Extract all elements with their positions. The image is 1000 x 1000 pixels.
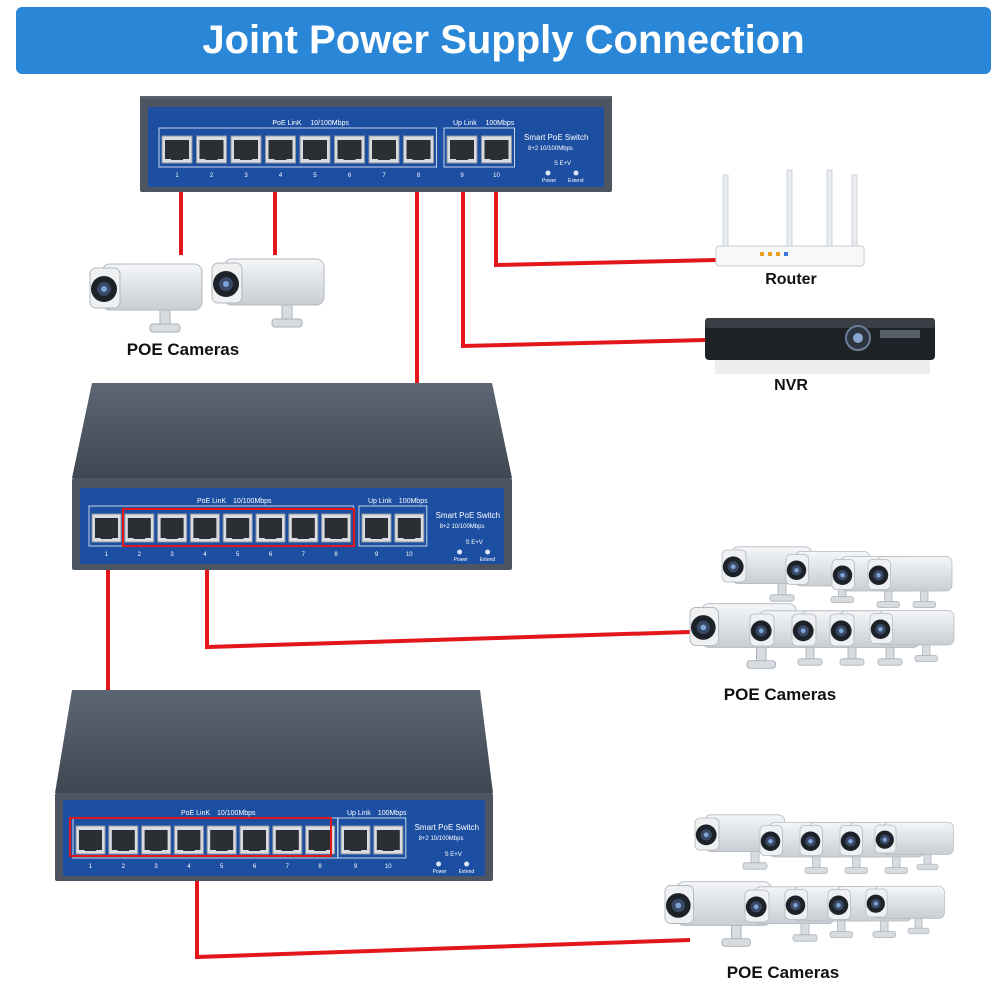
port-number: 5: [313, 173, 317, 179]
port-number: 6: [348, 173, 352, 179]
poe-speed-label: 10/100Mbps: [310, 120, 349, 127]
poe-link-label: PoE LinK: [272, 120, 302, 127]
highlight-box: [69, 817, 332, 857]
port-number: 7: [382, 173, 386, 179]
title-banner: Joint Power Supply Connection: [16, 7, 991, 74]
cameras-bottom-label: POE Cameras: [727, 963, 839, 982]
poe-camera: [211, 258, 325, 328]
uplink-port-frame: [337, 817, 407, 859]
poe-speed-label: 10/100Mbps: [217, 810, 256, 817]
port-number: 2: [122, 864, 126, 870]
highlight-box: [122, 508, 355, 547]
cameras-top-label: POE Cameras: [127, 340, 239, 359]
switch-top-face: [55, 690, 493, 793]
port-number: 7: [286, 864, 290, 870]
port-number: 2: [138, 552, 142, 558]
poe-camera: [89, 263, 203, 333]
uplink-speed-label: 100Mbps: [486, 120, 515, 127]
port-number: 9: [354, 864, 358, 870]
cable: [195, 855, 691, 960]
camera-group-bottom: [664, 814, 954, 947]
cable: [205, 545, 691, 650]
router-device: Router: [715, 169, 865, 288]
uplink-port-frame: [358, 505, 428, 547]
dip-switch-label: S E+V: [466, 540, 483, 546]
extend-led-label: Extend: [568, 178, 584, 184]
uplink-port-frame: [443, 127, 515, 168]
port-number: 10: [385, 864, 392, 870]
uplink-speed-label: 100Mbps: [378, 810, 407, 817]
port-number: 1: [105, 552, 109, 558]
port-number: 6: [269, 552, 273, 558]
diagram-title: Joint Power Supply Connection: [202, 18, 805, 62]
extend-led: [485, 549, 491, 555]
router-label: Router: [765, 271, 817, 288]
poe-switch-bottom: PoE LinK 10/100Mbps Up Link 100Mbps 1 2 3 4 5 6 7 8…: [55, 690, 493, 881]
nvr-label: NVR: [774, 377, 808, 394]
uplink-label: Up Link: [347, 810, 371, 817]
port-number: 3: [170, 552, 174, 558]
power-led: [436, 861, 442, 867]
poe-camera: [869, 610, 955, 662]
model-sub-label: 8+2 10/100Mbps: [528, 146, 573, 152]
port-number: 6: [253, 864, 257, 870]
camera-group-middle: [689, 546, 955, 669]
dip-switch-label: S E+V: [554, 161, 571, 167]
port-number: 8: [318, 864, 322, 870]
extend-led-label: Extend: [480, 557, 496, 563]
poe-camera: [867, 556, 953, 608]
nvr-device: NVR: [705, 318, 935, 394]
port-number: 5: [220, 864, 224, 870]
port-number: 8: [334, 552, 338, 558]
poe-switch-middle: PoE LinK 10/100Mbps Up Link 100Mbps 1 2 3 4 5 6 7 8…: [72, 383, 512, 570]
port-number: 5: [236, 552, 240, 558]
power-led-label: Power: [542, 178, 557, 184]
port-number: 3: [154, 864, 158, 870]
power-led-label: Power: [433, 869, 448, 875]
power-led-label: Power: [454, 557, 469, 563]
extend-led: [573, 170, 579, 176]
poe-camera: [689, 603, 797, 669]
port-number: 2: [210, 173, 214, 179]
port-number: 4: [187, 864, 191, 870]
port-number: 10: [493, 173, 500, 179]
poe-port-frame: [158, 127, 437, 168]
poe-camera: [874, 821, 954, 871]
extend-led-label: Extend: [459, 869, 475, 875]
extend-led: [464, 861, 470, 867]
power-led: [457, 549, 463, 555]
cable: [461, 175, 706, 349]
model-label: Smart PoE Switch: [524, 133, 588, 142]
port-number: 1: [89, 864, 93, 870]
uplink-label: Up Link: [368, 498, 392, 505]
port-number: 7: [302, 552, 306, 558]
port-number: 1: [175, 173, 179, 179]
model-label: Smart PoE Switch: [436, 511, 500, 520]
port-number: 9: [375, 552, 379, 558]
model-sub-label: 8+2 10/100Mbps: [440, 524, 485, 530]
camera-group-top: [89, 258, 325, 333]
port-number: 9: [460, 173, 464, 179]
model-label: Smart PoE Switch: [415, 823, 479, 832]
switch-top-face: [72, 383, 512, 478]
port-number: 4: [203, 552, 207, 558]
uplink-speed-label: 100Mbps: [399, 498, 428, 505]
cameras-middle-label: POE Cameras: [724, 685, 836, 704]
port-number: 4: [279, 173, 283, 179]
poe-switch-top: PoE LinK 10/100Mbps Up Link 100Mbps 1 2 3 4 5 6 7 8…: [140, 96, 612, 192]
power-led: [545, 170, 551, 176]
port-number: 3: [244, 173, 248, 179]
model-sub-label: 8+2 10/100Mbps: [419, 836, 464, 842]
poe-camera: [865, 885, 945, 935]
dip-switch-label: S E+V: [445, 852, 462, 858]
port-number: 8: [417, 173, 421, 179]
poe-link-label: PoE LinK: [181, 810, 211, 817]
uplink-label: Up Link: [453, 120, 477, 127]
poe-speed-label: 10/100Mbps: [233, 498, 272, 505]
poe-link-label: PoE LinK: [197, 498, 227, 505]
cable: [494, 175, 717, 268]
port-number: 10: [406, 552, 413, 558]
